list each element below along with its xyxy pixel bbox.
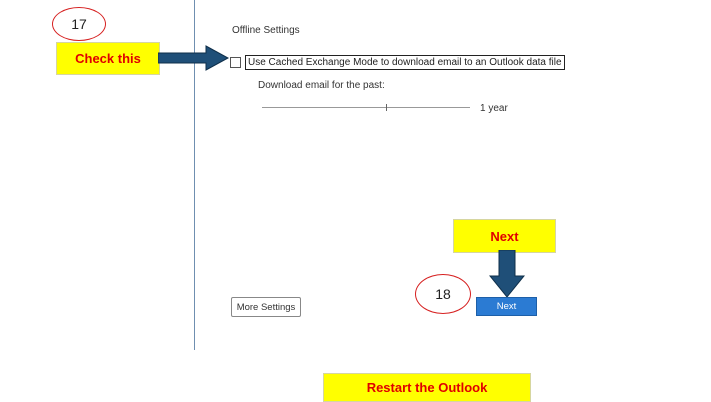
download-email-label: Download email for the past: (258, 80, 385, 91)
cached-mode-label[interactable]: Use Cached Exchange Mode to download ema… (245, 55, 565, 70)
step-17-marker: 17 (52, 7, 106, 41)
down-arrow-icon (489, 250, 525, 298)
slider-thumb[interactable] (386, 104, 387, 111)
next-button[interactable]: Next (476, 297, 537, 316)
offline-settings-title: Offline Settings (232, 25, 300, 36)
download-period-slider[interactable] (262, 107, 470, 108)
cached-mode-checkbox[interactable] (230, 57, 241, 68)
restart-outlook-callout: Restart the Outlook (323, 373, 531, 402)
download-period-value: 1 year (480, 103, 508, 114)
restart-outlook-text: Restart the Outlook (366, 380, 488, 395)
step-17-number: 17 (71, 16, 87, 32)
step-18-number: 18 (435, 286, 451, 302)
check-this-callout: Check this (56, 42, 160, 75)
right-arrow-icon (158, 45, 230, 71)
next-callout: Next (453, 219, 556, 253)
check-this-text: Check this (75, 51, 141, 66)
next-callout-text: Next (490, 228, 519, 244)
step-18-marker: 18 (415, 274, 471, 314)
more-settings-button[interactable]: More Settings (231, 297, 301, 317)
cached-mode-row[interactable]: Use Cached Exchange Mode to download ema… (230, 55, 565, 70)
panel-divider (194, 0, 195, 350)
